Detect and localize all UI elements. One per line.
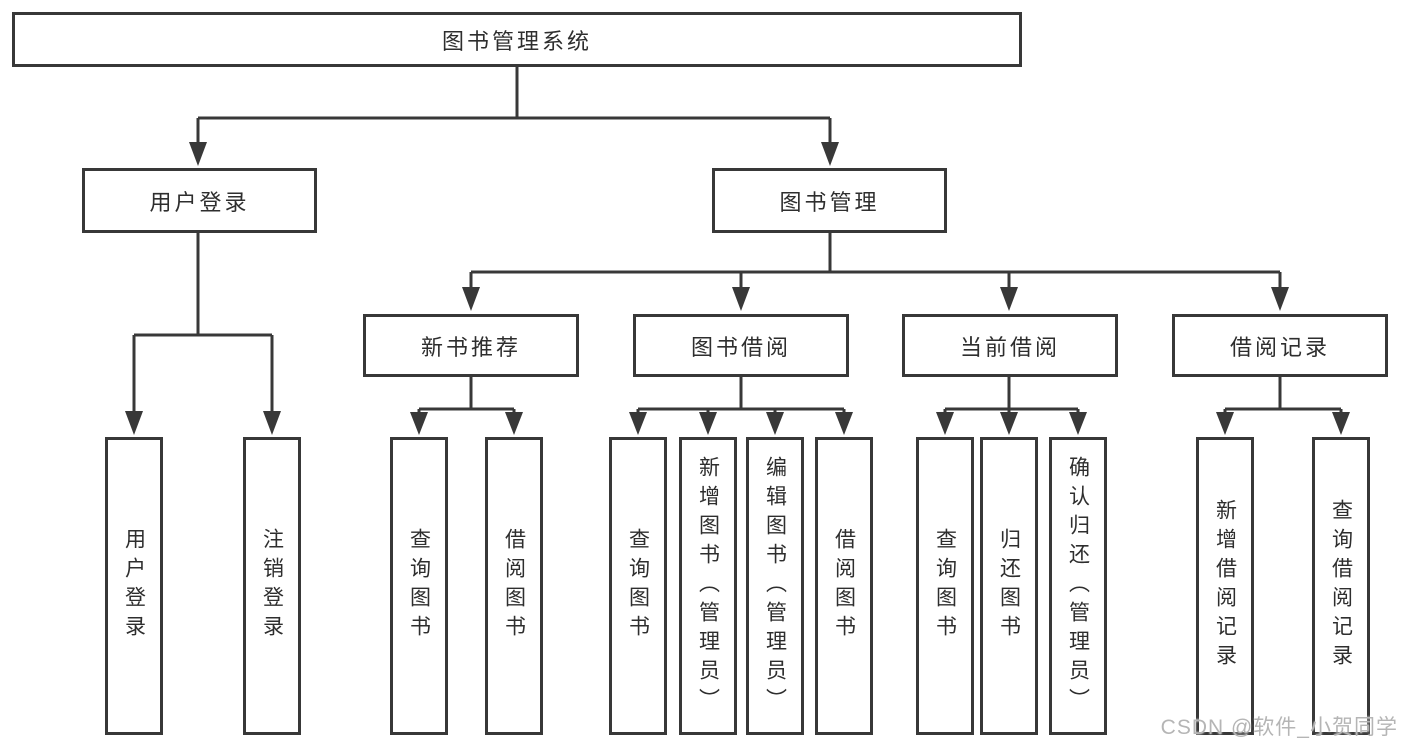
connector-line [417, 409, 1343, 413]
arrow-down-icon [821, 142, 839, 166]
arrow-down-icon [462, 287, 480, 311]
arrow-down-icon [732, 287, 750, 311]
arrow-down-icon [1216, 412, 1234, 435]
arrow-down-icon [936, 412, 954, 435]
arrow-down-icon [1000, 287, 1018, 311]
arrow-down-icon [1069, 412, 1087, 435]
arrow-down-icon [835, 412, 853, 435]
arrowheads [125, 142, 1350, 435]
leaf-return-book: 归还图书 [980, 437, 1038, 735]
arrow-down-icon [1000, 412, 1018, 435]
connectors-user-login-subtree [132, 233, 274, 412]
arrow-down-icon [1332, 412, 1350, 435]
node-library-management-system: 图书管理系统 [12, 12, 1022, 67]
arrow-down-icon [629, 412, 647, 435]
leaf-confirm-return-admin: 确认归还（管理员） [1049, 437, 1107, 735]
arrow-down-icon [766, 412, 784, 435]
node-user-login: 用户登录 [82, 168, 317, 233]
arrow-down-icon [1271, 287, 1289, 311]
leaf-edit-book-admin: 编辑图书（管理员） [746, 437, 804, 735]
connectors-root-to-level2 [196, 67, 832, 143]
arrow-down-icon [189, 142, 207, 166]
leaf-add-book-admin: 新增图书（管理员） [679, 437, 737, 735]
arrow-down-icon [410, 412, 428, 435]
connectors-level2-to-level3 [469, 233, 1282, 288]
leaf-query-borrow-record: 查询借阅记录 [1312, 437, 1370, 735]
arrow-down-icon [505, 412, 523, 435]
arrow-down-icon [699, 412, 717, 435]
leaf-user-login: 用户登录 [105, 437, 163, 735]
leaf-add-borrow-record: 新增借阅记录 [1196, 437, 1254, 735]
leaf-borrow-books-borrowing: 借阅图书 [815, 437, 873, 735]
arrow-down-icon [263, 411, 281, 435]
leaf-logout: 注销登录 [243, 437, 301, 735]
leaf-query-books-borrowing: 查询图书 [609, 437, 667, 735]
connectors-level3-to-leaves [417, 377, 1343, 413]
node-new-book-recommendation: 新书推荐 [363, 314, 579, 377]
node-book-borrowing: 图书借阅 [633, 314, 849, 377]
leaf-borrow-books-recommend: 借阅图书 [485, 437, 543, 735]
leaf-query-books-current: 查询图书 [916, 437, 974, 735]
node-book-management: 图书管理 [712, 168, 947, 233]
node-borrowing-records: 借阅记录 [1172, 314, 1388, 377]
csdn-watermark: CSDN @软件_小贺同学 [1160, 716, 1398, 739]
leaf-query-books-recommend: 查询图书 [390, 437, 448, 735]
arrow-down-icon [125, 411, 143, 435]
node-current-borrowing: 当前借阅 [902, 314, 1118, 377]
